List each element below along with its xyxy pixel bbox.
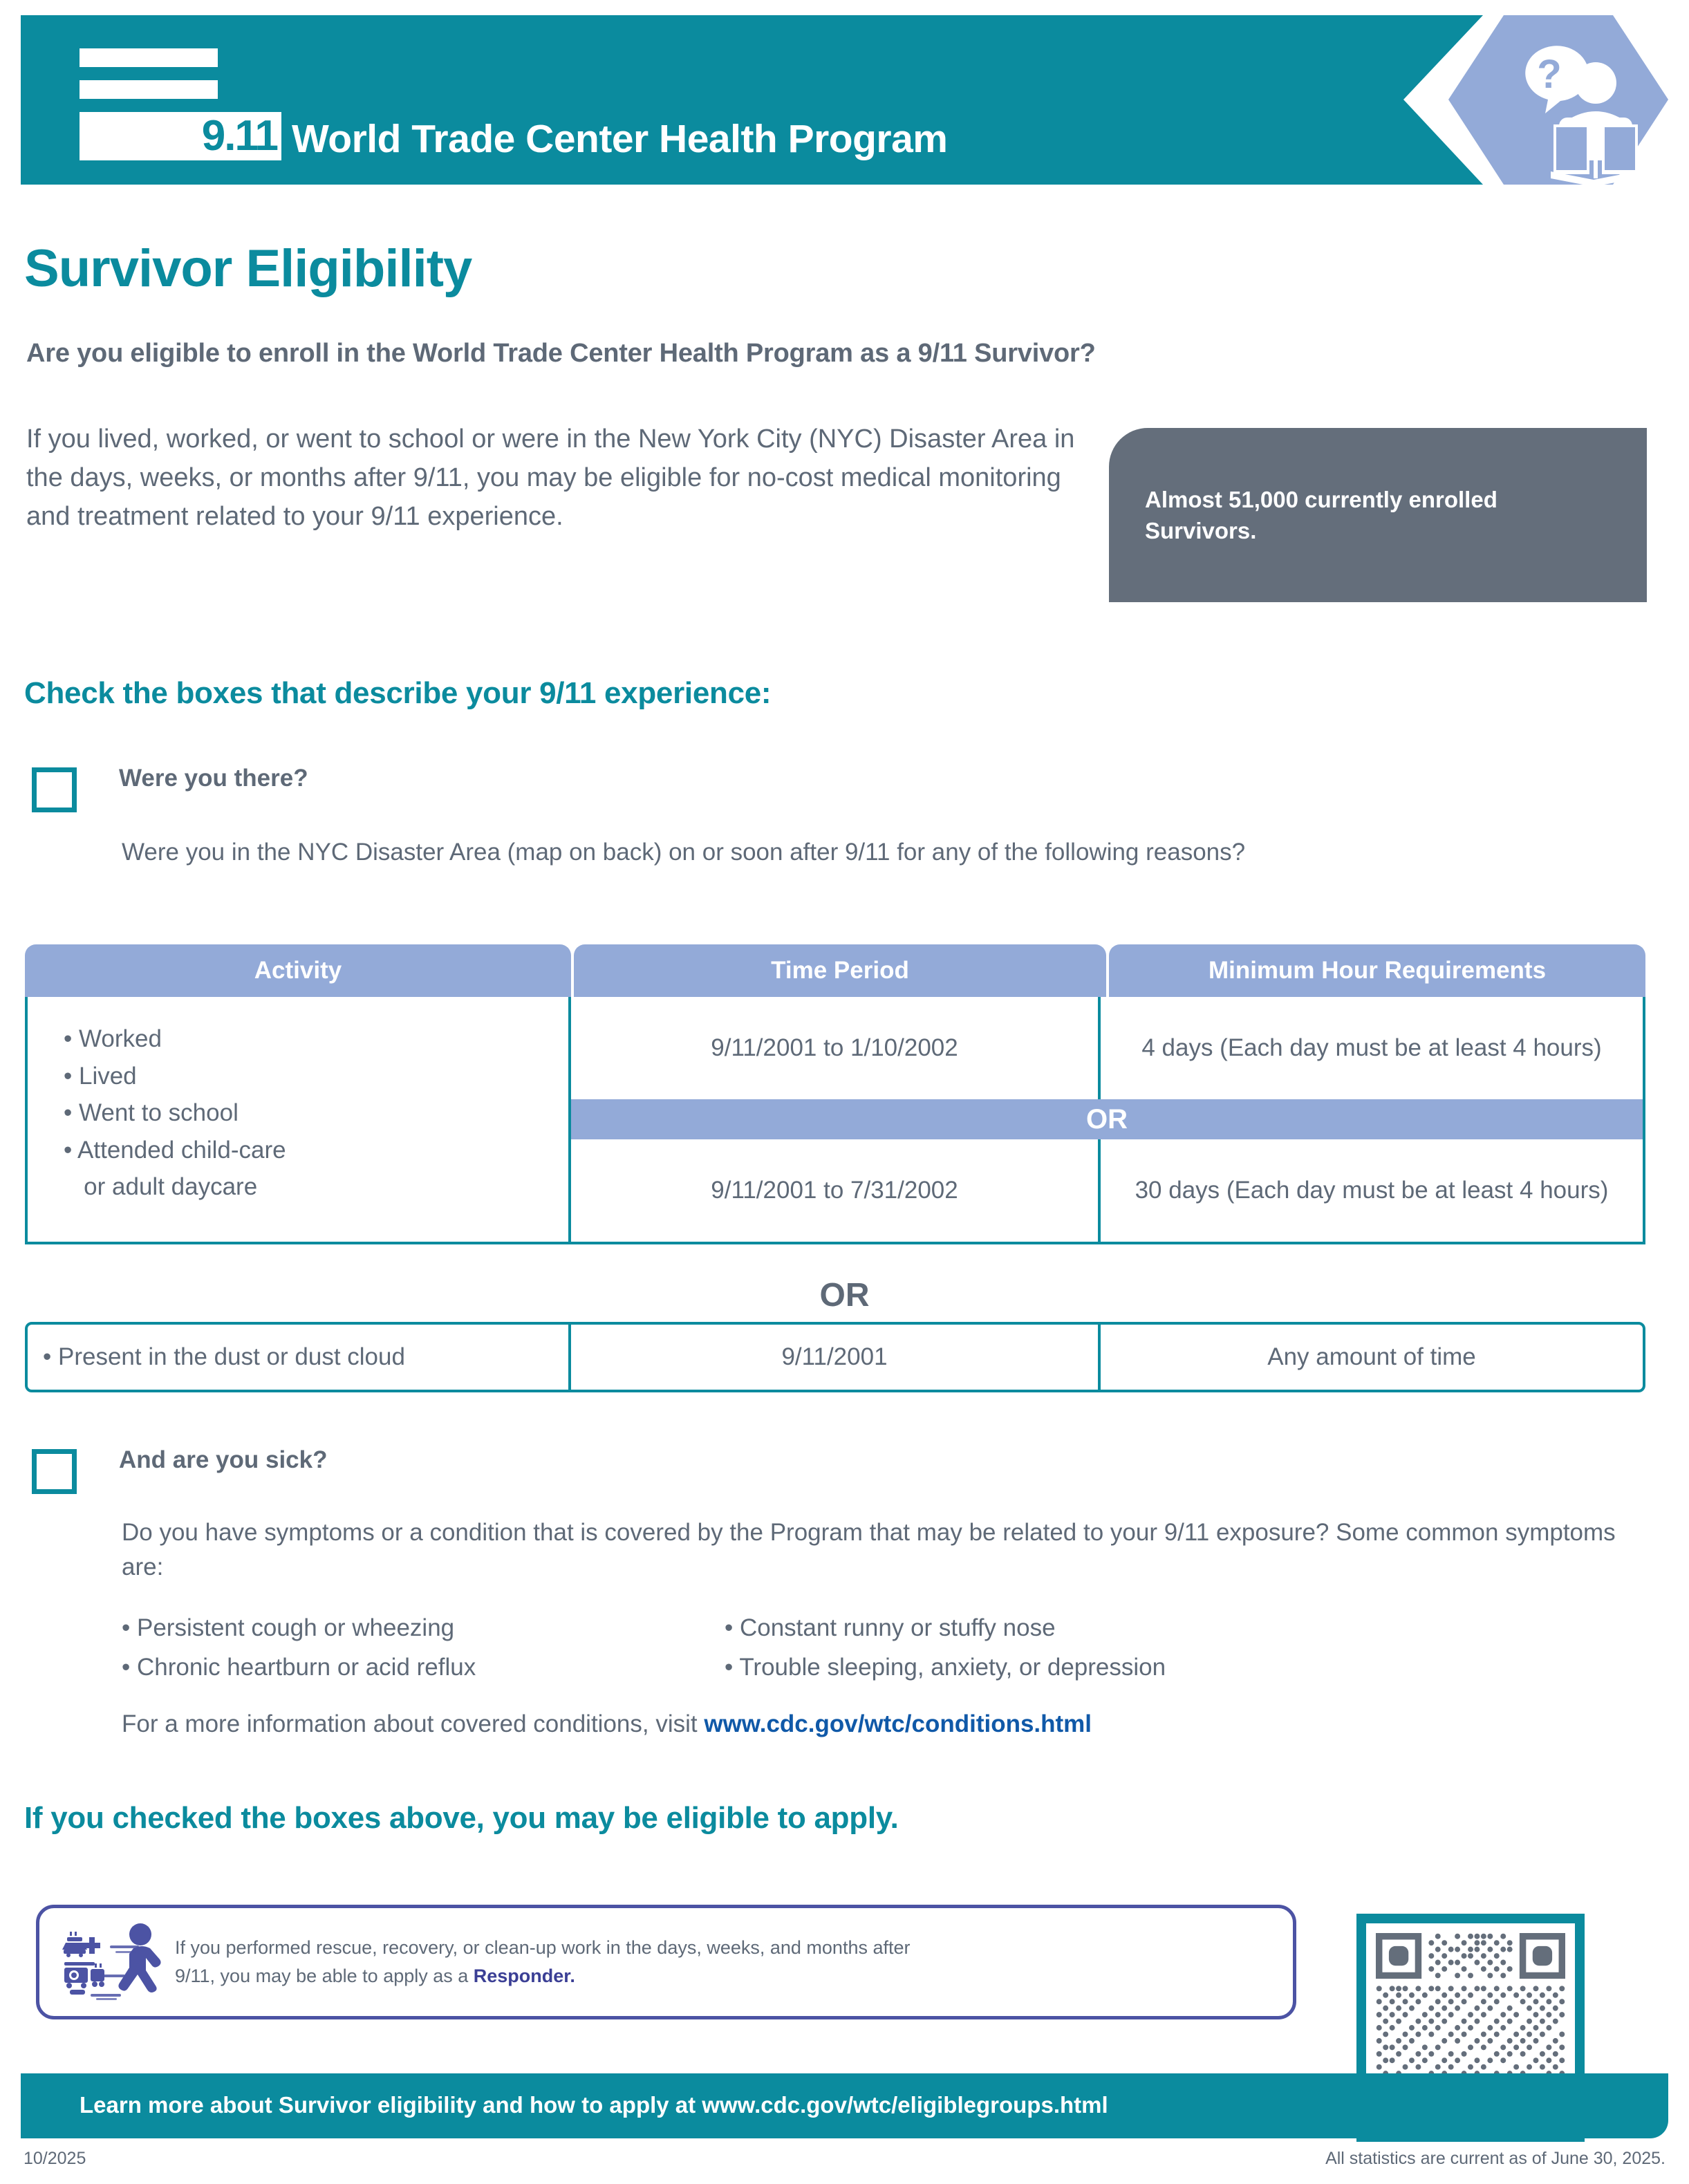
running-responder-icon: [62, 1923, 161, 2000]
table-row: 9/11/2001 to 7/31/2002 30 days (Each day…: [571, 1139, 1643, 1242]
checkbox-are-you-sick[interactable]: [32, 1449, 77, 1494]
conditions-visit-line: For a more information about covered con…: [122, 1710, 1092, 1738]
footer-statistics-note: All statistics are current as of June 30…: [1325, 2149, 1665, 2168]
page-header: 9.11 World Trade Center Health Program ?: [21, 15, 1668, 185]
list-item: or adult daycare: [64, 1173, 258, 1201]
table-right-columns: 9/11/2001 to 1/10/2002 4 days (Each day …: [571, 997, 1643, 1242]
table-cell-activity-dust: • Present in the dust or dust cloud: [28, 1325, 571, 1390]
responder-callout-text: If you performed rescue, recovery, or cl…: [175, 1934, 911, 1990]
list-item: • Persistent cough or wheezing: [122, 1614, 455, 1641]
table-header-time-period: Time Period: [574, 944, 1106, 997]
stat-callout-text: Almost 51,000 currently enrolled Survivo…: [1145, 486, 1497, 543]
logo-bar-top: [80, 48, 218, 67]
footer-bar-text: Learn more about Survivor eligibility an…: [80, 2092, 1108, 2118]
table-cell-hours-1: 4 days (Each day must be at least 4 hour…: [1141, 1034, 1602, 1062]
page-title: Survivor Eligibility: [24, 239, 472, 298]
svg-text:?: ?: [1537, 52, 1561, 97]
list-item: • Worked: [64, 1025, 162, 1052]
table-cell-activity-list: • Worked • Lived • Went to school • Atte…: [28, 997, 571, 1242]
checkbox-label-are-you-sick: And are you sick?: [119, 1446, 328, 1473]
program-logo: 9.11: [80, 48, 370, 160]
table-body: • Worked • Lived • Went to school • Atte…: [25, 997, 1645, 1244]
or-separator: OR: [819, 1277, 870, 1314]
responder-line-2-prefix: 9/11, you may be able to apply as a: [175, 1966, 474, 1986]
table-cell-time-2: 9/11/2001 to 7/31/2002: [571, 1139, 1101, 1242]
logo-mark-text: 9.11: [201, 112, 279, 160]
list-item: • Attended child-care: [64, 1136, 286, 1164]
table-or-band: OR: [571, 1099, 1643, 1139]
eligible-note: If you checked the boxes above, you may …: [24, 1801, 899, 1835]
checkbox-label-were-you-there: Were you there?: [119, 765, 308, 792]
conditions-visit-prefix: For a more information about covered con…: [122, 1710, 704, 1737]
list-item: • Lived: [64, 1062, 137, 1090]
logo-bar-middle: [80, 80, 218, 99]
table-header-minimum-hours: Minimum Hour Requirements: [1109, 944, 1645, 997]
list-item: • Went to school: [64, 1099, 239, 1127]
program-title: World Trade Center Health Program: [292, 117, 948, 161]
table-cell-time-1: 9/11/2001 to 1/10/2002: [571, 997, 1101, 1099]
responder-callout: If you performed rescue, recovery, or cl…: [36, 1905, 1296, 2019]
table-cell-hours-dust: Any amount of time: [1267, 1343, 1476, 1370]
reader-question-hexagon-icon: ?: [1448, 15, 1668, 185]
responder-line-2: 9/11, you may be able to apply as a Resp…: [175, 1962, 911, 1990]
intro-paragraph: If you lived, worked, or went to school …: [26, 424, 1075, 531]
checkbox-sub-were-you-there: Were you in the NYC Disaster Area (map o…: [122, 839, 1246, 866]
page-lede: Are you eligible to enroll in the World …: [26, 339, 1096, 368]
list-item: • Trouble sleeping, anxiety, or depressi…: [725, 1653, 1166, 1681]
checkbox-were-you-there[interactable]: [32, 767, 77, 812]
logo-bar-bottom: 9.11: [80, 112, 370, 160]
stat-callout: Almost 51,000 currently enrolled Survivo…: [1109, 428, 1647, 602]
eligibility-table: Activity Time Period Minimum Hour Requir…: [25, 944, 1645, 1244]
table-header-row: Activity Time Period Minimum Hour Requir…: [25, 944, 1645, 997]
symptom-list-left: • Persistent cough or wheezing • Chronic…: [122, 1609, 476, 1687]
conditions-link[interactable]: www.cdc.gov/wtc/conditions.html: [704, 1710, 1092, 1737]
table-header-activity: Activity: [25, 944, 571, 997]
symptom-list-right: • Constant runny or stuffy nose • Troubl…: [725, 1609, 1166, 1687]
checkbox-sub-are-you-sick: Do you have symptoms or a condition that…: [122, 1519, 1616, 1580]
table-row: 9/11/2001 to 1/10/2002 4 days (Each day …: [571, 997, 1643, 1099]
footer-bar: Learn more about Survivor eligibility an…: [21, 2073, 1668, 2138]
logo-mark-block: 9.11: [80, 112, 281, 160]
list-item: • Constant runny or stuffy nose: [725, 1614, 1056, 1641]
responder-keyword: Responder.: [473, 1966, 575, 1986]
dust-cloud-table: • Present in the dust or dust cloud 9/11…: [25, 1322, 1645, 1392]
responder-line-1: If you performed rescue, recovery, or cl…: [175, 1936, 911, 1958]
table-cell-time-dust: 9/11/2001: [571, 1325, 1101, 1390]
table-cell-hours-2: 30 days (Each day must be at least 4 hou…: [1135, 1177, 1609, 1204]
check-section-heading: Check the boxes that describe your 9/11 …: [24, 676, 772, 710]
footer-date: 10/2025: [24, 2149, 86, 2168]
list-item: • Chronic heartburn or acid reflux: [122, 1653, 476, 1681]
